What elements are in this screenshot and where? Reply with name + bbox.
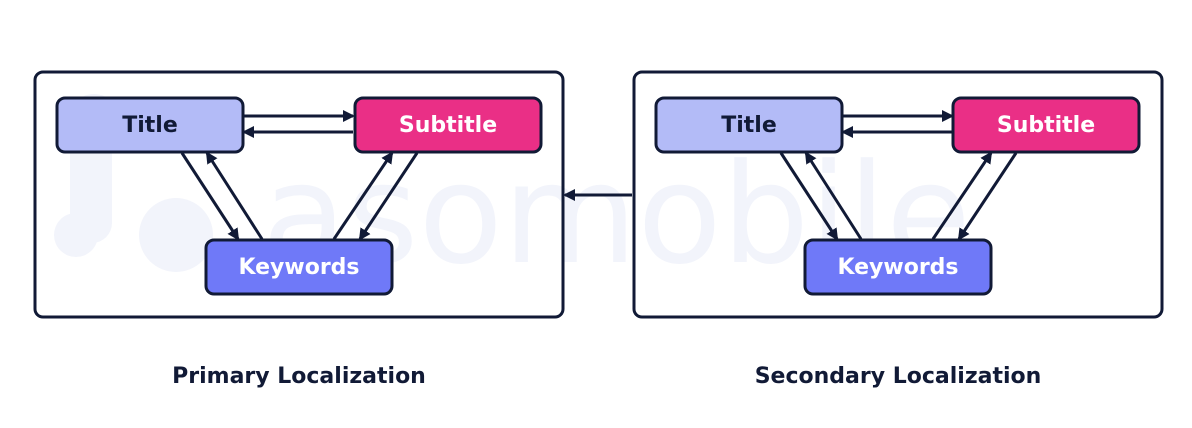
subtitle-label: Subtitle [399, 113, 497, 138]
keywords-label: Keywords [238, 255, 359, 280]
secondary-localization-container [632, 70, 1164, 319]
title-to-keywords-arrow [180, 152, 240, 241]
primary-diagram: Title Subtitle Keywords [55, 96, 543, 296]
subtitle-to-keywords-arrow [358, 152, 419, 241]
title-label: Title [122, 113, 178, 138]
keywords-to-title-arrow [804, 151, 863, 240]
subtitle-box [951, 96, 1141, 154]
keywords-to-title-arrow [205, 151, 264, 240]
title-box [654, 96, 844, 154]
subtitle-to-keywords-arrow [957, 152, 1018, 241]
subtitle-label: Subtitle [997, 113, 1095, 138]
secondary-localization-caption: Secondary Localization [755, 364, 1042, 389]
secondary-diagram: Title Subtitle Keywords [654, 96, 1141, 296]
primary-localization-caption: Primary Localization [172, 364, 426, 389]
title-to-keywords-arrow [779, 152, 839, 241]
keywords-to-subtitle-arrow [332, 151, 394, 240]
keywords-to-subtitle-arrow [931, 151, 993, 240]
title-label: Title [721, 113, 777, 138]
keywords-box [803, 238, 993, 296]
keywords-label: Keywords [837, 255, 958, 280]
title-box [55, 96, 245, 154]
subtitle-box [353, 96, 543, 154]
keywords-box [204, 238, 394, 296]
